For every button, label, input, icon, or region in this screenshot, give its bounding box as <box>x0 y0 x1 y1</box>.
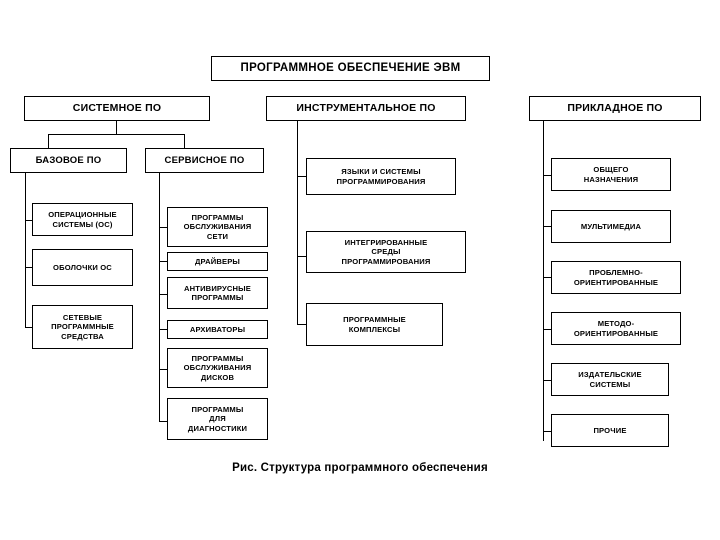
connector-applied-stub-2 <box>543 226 552 228</box>
node-general-purpose: ОБЩЕГО НАЗНАЧЕНИЯ <box>551 158 671 191</box>
node-program-complexes: ПРОГРАММНЫЕ КОМПЛЕКСЫ <box>306 303 443 346</box>
connector-system-stem <box>116 121 118 135</box>
node-system-po: СИСТЕМНОЕ ПО <box>24 96 210 121</box>
figure-caption: Рис. Структура программного обеспечения <box>232 462 488 474</box>
node-multimedia: МУЛЬТИМЕДИА <box>551 210 671 243</box>
node-os-shells: ОБОЛОЧКИ ОС <box>32 249 133 286</box>
node-base-po: БАЗОВОЕ ПО <box>10 148 127 173</box>
connector-system-bus <box>48 134 185 136</box>
node-instrumental-po: ИНСТРУМЕНТАЛЬНОЕ ПО <box>266 96 466 121</box>
connector-instrumental-spine <box>297 121 299 325</box>
connector-service-stub-1 <box>159 227 168 229</box>
connector-base-spine <box>25 173 27 328</box>
node-drivers: ДРАЙВЕРЫ <box>167 252 268 271</box>
connector-applied-stub-6 <box>543 431 552 433</box>
node-applied-po: ПРИКЛАДНОЕ ПО <box>529 96 701 121</box>
node-antivirus-programs: АНТИВИРУСНЫЕ ПРОГРАММЫ <box>167 277 268 309</box>
node-service-po: СЕРВИСНОЕ ПО <box>145 148 264 173</box>
node-network-service-programs: ПРОГРАММЫ ОБСЛУЖИВАНИЯ СЕТИ <box>167 207 268 247</box>
connector-service-stub-3 <box>159 294 168 296</box>
node-languages-and-systems: ЯЗЫКИ И СИСТЕМЫ ПРОГРАММИРОВАНИЯ <box>306 158 456 195</box>
connector-instrumental-stub-2 <box>297 256 307 258</box>
connector-instrumental-stub-1 <box>297 176 307 178</box>
node-diagnostic-programs: ПРОГРАММЫ ДЛЯ ДИАГНОСТИКИ <box>167 398 268 440</box>
connector-applied-stub-3 <box>543 277 552 279</box>
node-publishing-systems: ИЗДАТЕЛЬСКИЕ СИСТЕМЫ <box>551 363 669 396</box>
node-other: ПРОЧИЕ <box>551 414 669 447</box>
node-integrated-environments: ИНТЕГРИРОВАННЫЕ СРЕДЫ ПРОГРАММИРОВАНИЯ <box>306 231 466 273</box>
node-archivers: АРХИВАТОРЫ <box>167 320 268 339</box>
node-problem-oriented: ПРОБЛЕМНО- ОРИЕНТИРОВАННЫЕ <box>551 261 681 294</box>
connector-service-stub-4 <box>159 329 168 331</box>
connector-system-to-service <box>184 134 186 148</box>
connector-applied-stub-1 <box>543 175 552 177</box>
connector-applied-stub-5 <box>543 380 552 382</box>
node-operating-systems: ОПЕРАЦИОННЫЕ СИСТЕМЫ (ОС) <box>32 203 133 236</box>
connector-base-stub-1 <box>25 220 33 222</box>
connector-service-stub-2 <box>159 261 168 263</box>
connector-applied-spine <box>543 121 545 441</box>
connector-service-stub-5 <box>159 369 168 371</box>
connector-base-stub-2 <box>25 267 33 269</box>
node-method-oriented: МЕТОДО- ОРИЕНТИРОВАННЫЕ <box>551 312 681 345</box>
connector-applied-stub-4 <box>543 329 552 331</box>
connector-base-stub-3 <box>25 327 33 329</box>
connector-system-to-base <box>48 134 50 148</box>
node-root: ПРОГРАММНОЕ ОБЕСПЕЧЕНИЕ ЭВМ <box>211 56 490 81</box>
connector-service-stub-6 <box>159 421 168 423</box>
node-network-software: СЕТЕВЫЕ ПРОГРАММНЫЕ СРЕДСТВА <box>32 305 133 349</box>
connector-instrumental-stub-3 <box>297 324 307 326</box>
connector-service-spine <box>159 173 161 422</box>
node-disk-service-programs: ПРОГРАММЫ ОБСЛУЖИВАНИЯ ДИСКОВ <box>167 348 268 388</box>
